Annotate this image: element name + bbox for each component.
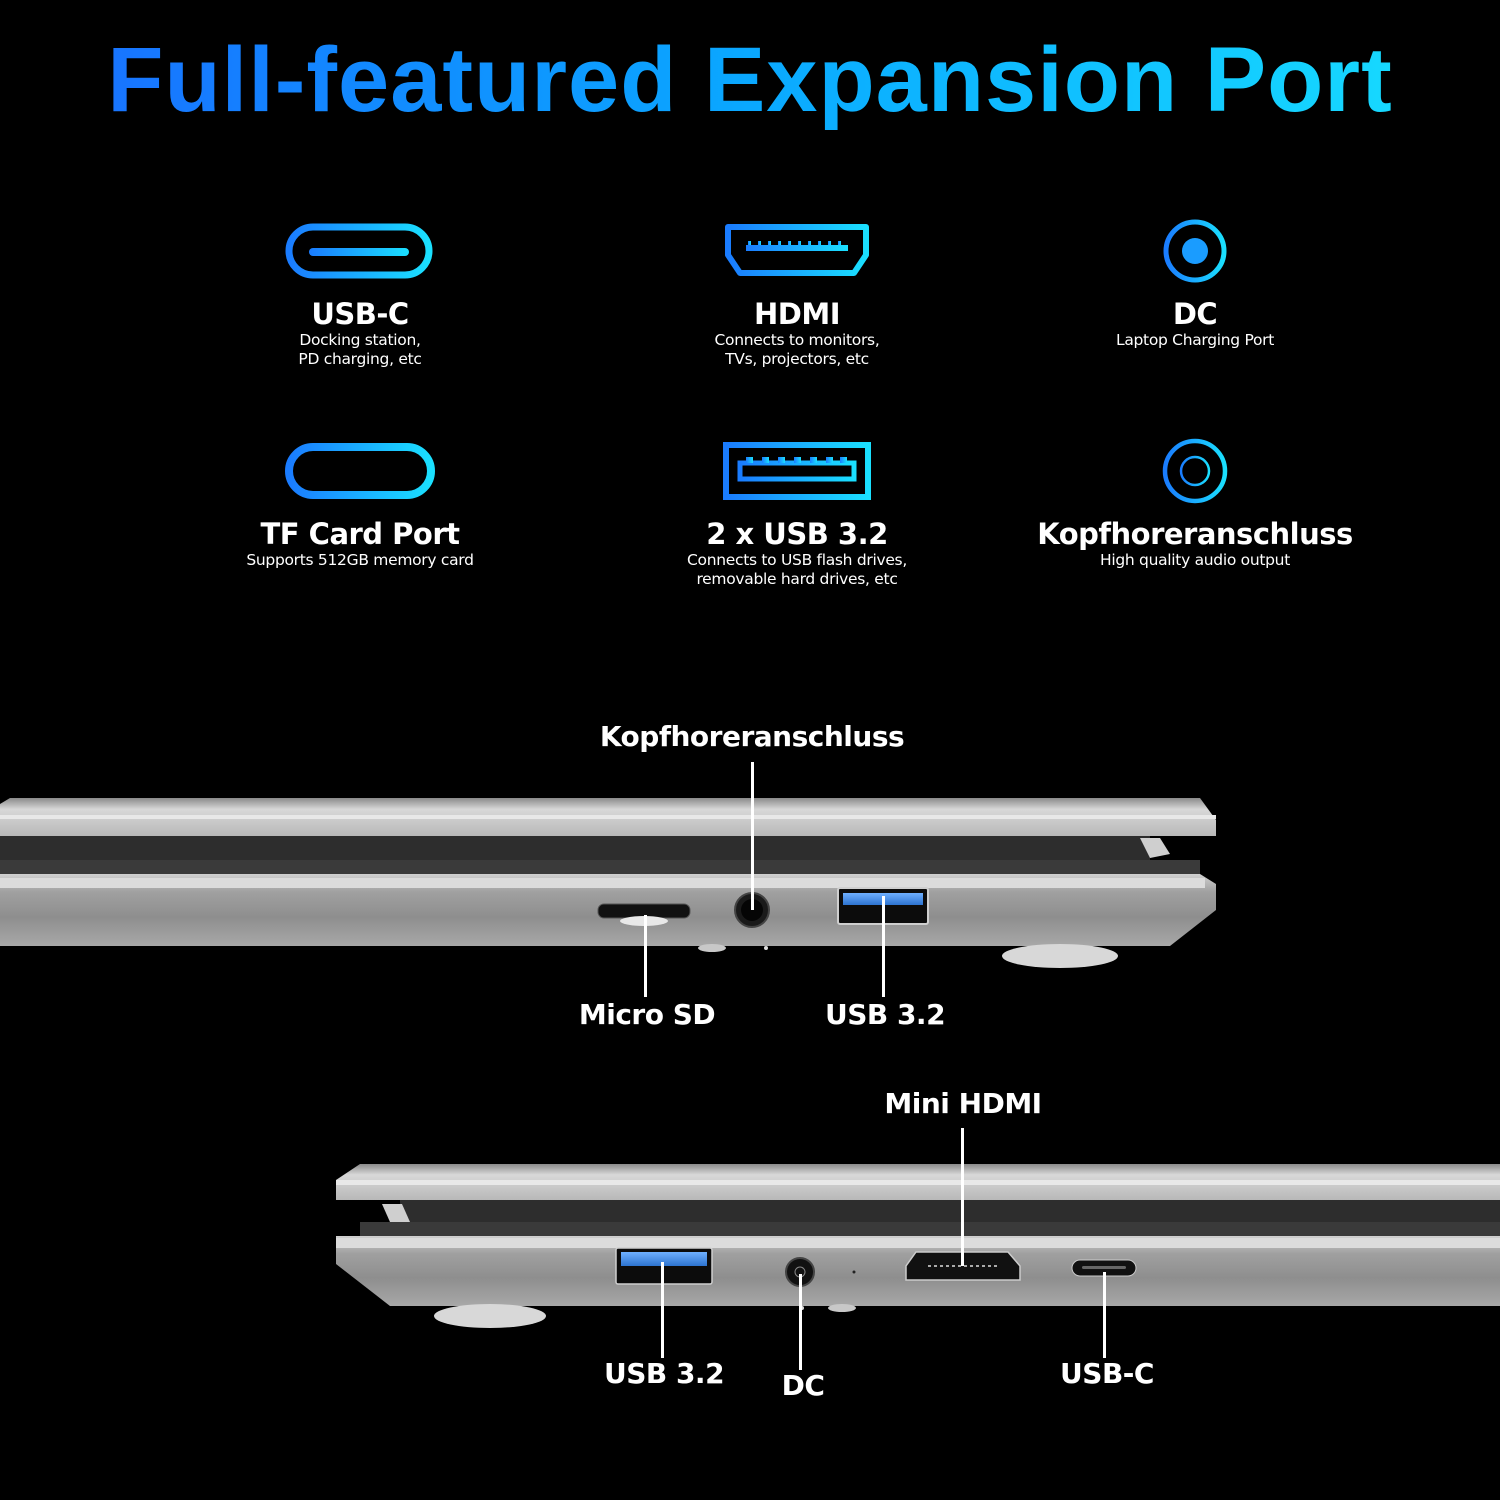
feature-name: 2 x USB 3.2 bbox=[706, 517, 888, 551]
mini-hdmi-port bbox=[905, 1251, 1021, 1281]
status-led bbox=[852, 1270, 856, 1274]
callout-line bbox=[882, 896, 885, 997]
callout-kopfhoreranschluss-label: Kopfhoreranschluss bbox=[599, 720, 905, 753]
feature-tf-card: TF Card Port Supports 512GB memory card bbox=[160, 435, 560, 570]
feature-hdmi: HDMI Connects to monitors, TVs, projecto… bbox=[597, 215, 997, 369]
dc-port bbox=[785, 1257, 815, 1287]
callout-usb-3-2-label: USB 3.2 bbox=[824, 998, 946, 1031]
callout-dc-label: DC bbox=[781, 1369, 825, 1402]
callout-line bbox=[751, 762, 754, 910]
headphone-jack-icon bbox=[995, 435, 1395, 507]
dc-icon bbox=[995, 215, 1395, 287]
feature-desc-line: Connects to monitors, bbox=[714, 331, 880, 349]
callout-line bbox=[661, 1262, 664, 1358]
feature-name: Kopfhoreranschluss bbox=[1037, 517, 1353, 551]
callout-line bbox=[799, 1274, 802, 1370]
feature-name: TF Card Port bbox=[260, 517, 460, 551]
feature-usb-c: USB-C Docking station, PD charging, etc bbox=[160, 215, 560, 369]
feature-desc-line: TVs, projectors, etc bbox=[725, 350, 869, 368]
feature-desc-line: Docking station, bbox=[299, 331, 421, 349]
callout-micro-sd-label: Micro SD bbox=[578, 998, 716, 1031]
micro-sd-slot bbox=[597, 903, 691, 926]
usb-c-icon bbox=[160, 215, 560, 287]
usb-3-2-port bbox=[615, 1247, 713, 1285]
feature-name: HDMI bbox=[754, 297, 841, 331]
callout-line bbox=[961, 1128, 964, 1266]
usb-a-icon bbox=[597, 435, 997, 507]
callout-mini-hdmi-label: Mini HDMI bbox=[884, 1087, 1042, 1120]
callout-usb-3-2-label: USB 3.2 bbox=[603, 1357, 725, 1390]
feature-headphone: Kopfhoreranschluss High quality audio ou… bbox=[995, 435, 1395, 570]
laptop-right-side-view bbox=[0, 798, 1216, 968]
headphone-jack-port bbox=[734, 892, 770, 928]
page-title: Full-featured Expansion Port bbox=[0, 28, 1500, 133]
laptop-lid bbox=[336, 1164, 1500, 1224]
feature-desc-line: High quality audio output bbox=[1099, 551, 1290, 569]
feature-desc-line: Laptop Charging Port bbox=[1115, 331, 1274, 349]
laptop-left-side-view bbox=[336, 1164, 1500, 1328]
callout-line bbox=[644, 915, 647, 997]
laptop-lid bbox=[0, 798, 1216, 860]
callout-usb-c-label: USB-C bbox=[1060, 1357, 1154, 1390]
feature-desc-line: removable hard drives, etc bbox=[696, 570, 898, 588]
hdmi-icon bbox=[597, 215, 997, 287]
tf-card-icon bbox=[160, 435, 560, 507]
callout-line bbox=[1103, 1272, 1106, 1358]
feature-desc-line: PD charging, etc bbox=[298, 350, 422, 368]
feature-name: DC bbox=[1172, 297, 1218, 331]
feature-desc-line: Connects to USB flash drives, bbox=[687, 551, 907, 569]
feature-usb-3-2: 2 x USB 3.2 Connects to USB flash drives… bbox=[597, 435, 997, 589]
feature-dc: DC Laptop Charging Port bbox=[995, 215, 1395, 350]
feature-desc-line: Supports 512GB memory card bbox=[246, 551, 474, 569]
feature-name: USB-C bbox=[311, 297, 409, 331]
